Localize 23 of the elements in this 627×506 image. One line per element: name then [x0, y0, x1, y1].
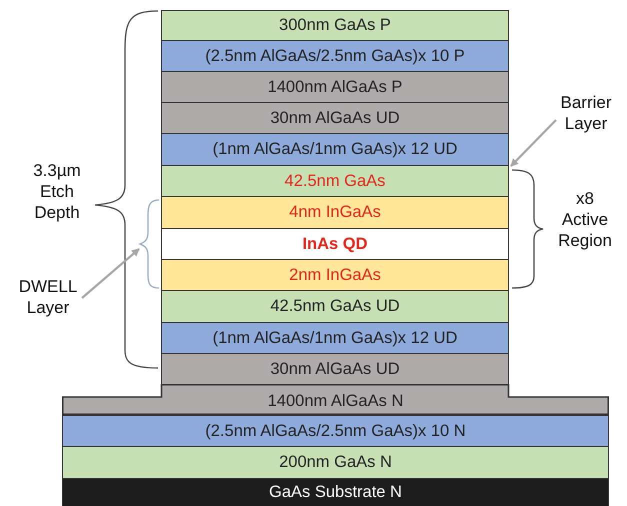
- layer: 1400nm AlGaAs P: [161, 71, 509, 104]
- leader-arrow: [81, 248, 140, 299]
- layer: 300nm GaAs P: [161, 10, 509, 42]
- layer: 42.5nm GaAs: [161, 165, 509, 198]
- layer: (2.5nm AlGaAs/2.5nm GaAs)x 10 N: [62, 415, 609, 448]
- leader-arrow: [510, 119, 557, 167]
- layer: [62, 384, 609, 415]
- layer: 42.5nm GaAs UD: [161, 290, 509, 324]
- layer: 2nm InGaAs: [161, 259, 509, 292]
- layer: 30nm AlGaAs UD: [161, 102, 509, 134]
- layer: (1nm AlGaAs/1nm GaAs)x 12 UD: [161, 133, 509, 166]
- layer: 4nm InGaAs: [161, 196, 509, 230]
- layer: (1nm AlGaAs/1nm GaAs)x 12 UD: [161, 322, 509, 354]
- layer: InAs QD: [161, 228, 509, 260]
- callout-label: DWELL Layer: [8, 276, 88, 318]
- layer-label: 1400nm AlGaAs N: [268, 392, 404, 411]
- annotation-label: 3.3µm Etch Depth: [32, 160, 82, 223]
- callout-label: Barrier Layer: [548, 92, 624, 134]
- layer: 200nm GaAs N: [62, 446, 609, 480]
- layer: GaAs Substrate N: [62, 478, 609, 506]
- layer: (2.5nm AlGaAs/2.5nm GaAs)x 10 P: [161, 40, 509, 72]
- layer: 30nm AlGaAs UD: [161, 353, 509, 386]
- annotation-label: x8 Active Region: [557, 188, 613, 251]
